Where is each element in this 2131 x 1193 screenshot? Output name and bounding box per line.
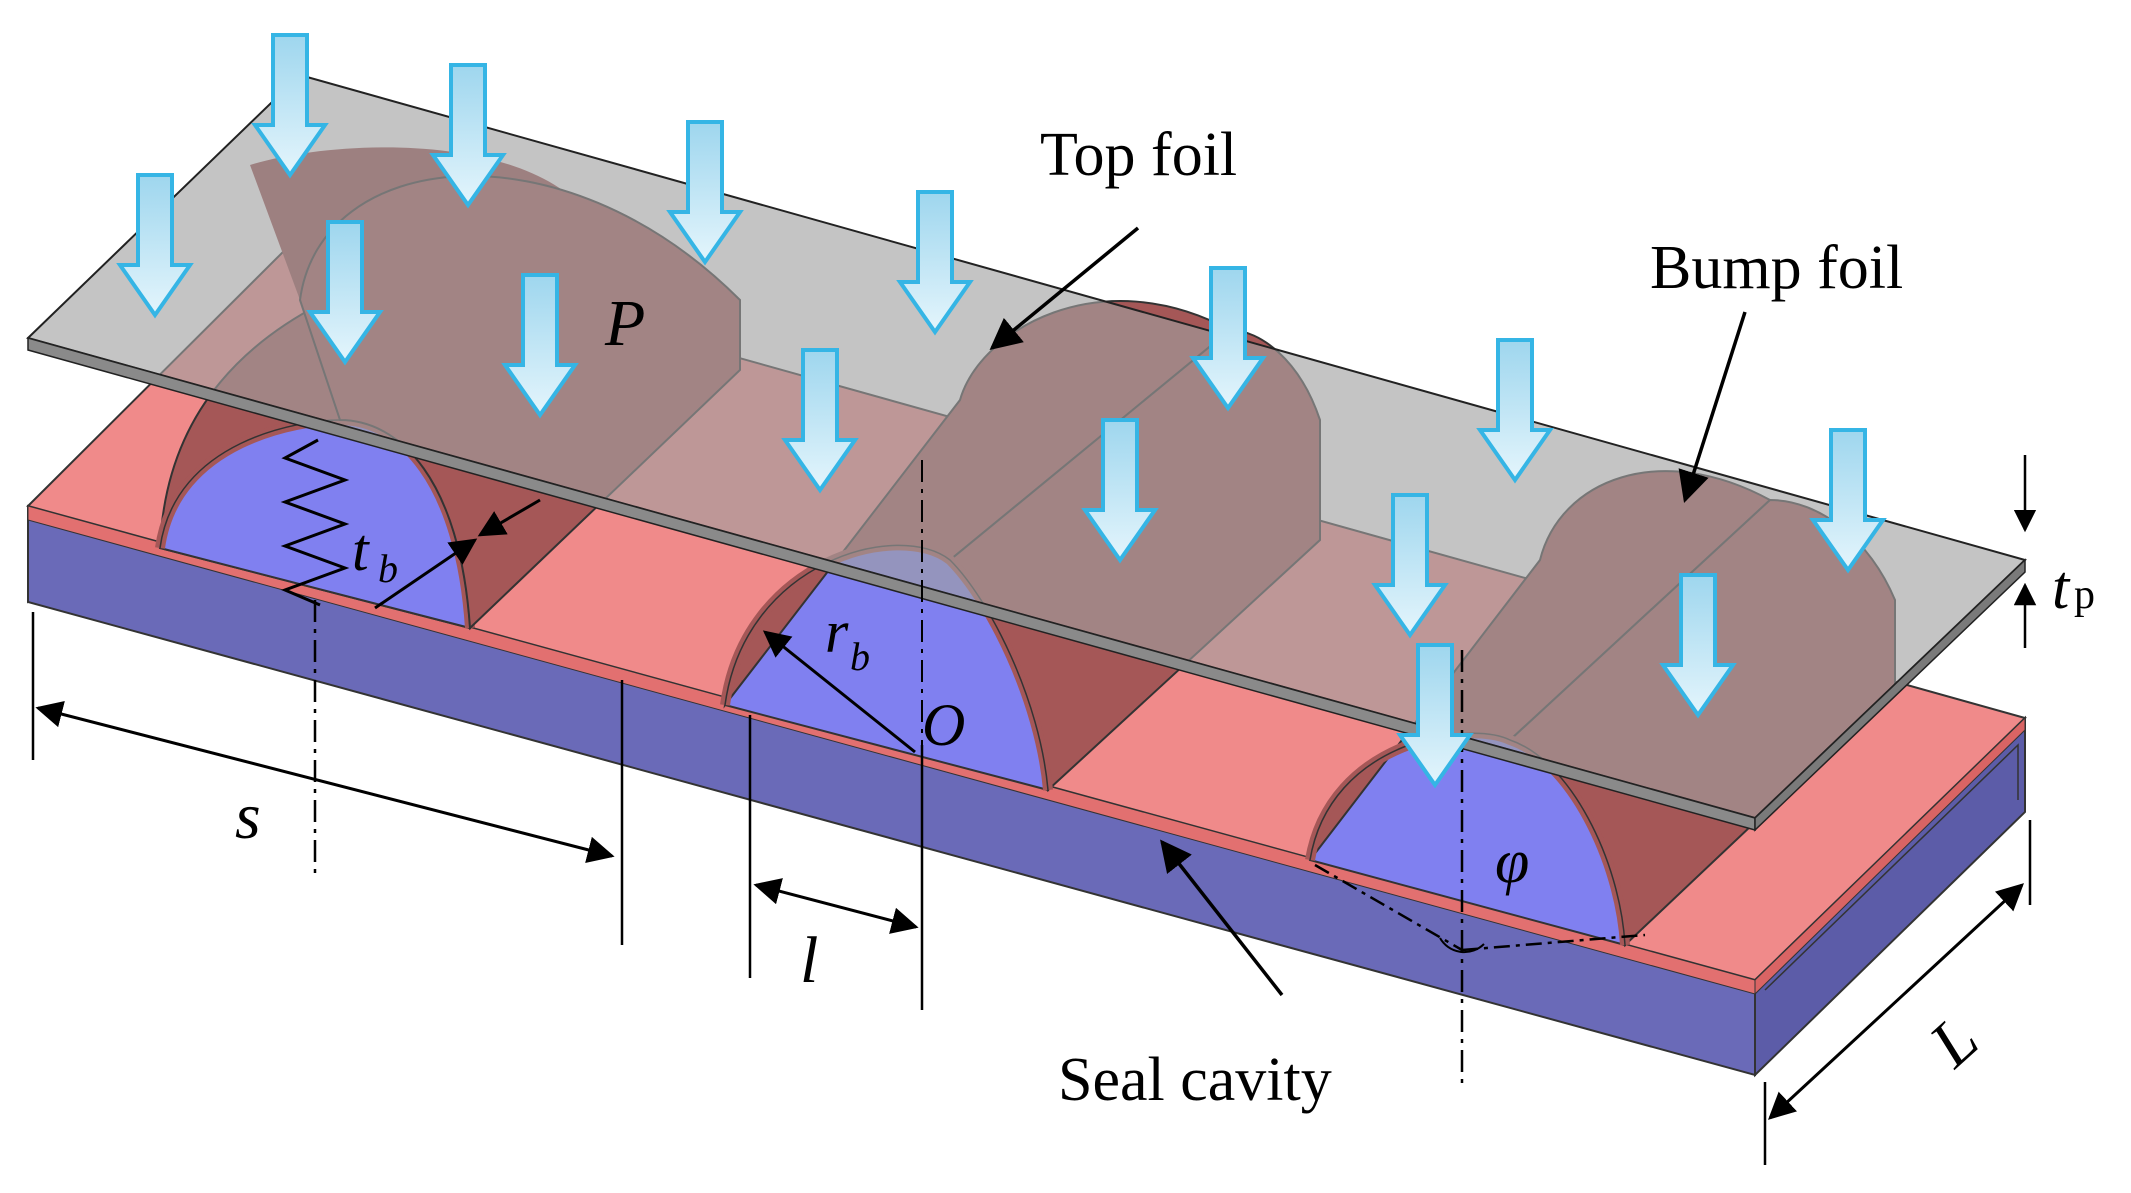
leader-bump-foil bbox=[1678, 311, 1747, 504]
pressure-arrow-15 bbox=[1396, 643, 1474, 789]
label-tp-sub: p bbox=[2074, 572, 2095, 618]
label-rb-sub: b bbox=[850, 634, 870, 679]
top-foil bbox=[26, 73, 2027, 832]
label-angle-phi: φ bbox=[1495, 828, 1529, 896]
pressure-arrow-7 bbox=[896, 190, 974, 336]
dimension-rb bbox=[762, 630, 916, 754]
label-center-O: O bbox=[922, 692, 965, 758]
leader-seal-cavity bbox=[1160, 839, 1284, 997]
pressure-arrow-1 bbox=[251, 33, 329, 179]
label-pitch-s: s bbox=[235, 780, 261, 853]
label-width-L: L bbox=[1915, 1002, 1992, 1081]
pressure-arrow-13 bbox=[1371, 493, 1449, 639]
dimension-tb bbox=[374, 538, 478, 610]
leader-top-foil bbox=[989, 226, 1140, 351]
pressure-arrow-6 bbox=[501, 273, 579, 419]
top-foil-side-edge bbox=[1754, 558, 2026, 832]
pressure-arrow-9 bbox=[1189, 266, 1267, 412]
pressure-arrow-5 bbox=[306, 220, 384, 366]
label-top-foil: Top foil bbox=[1040, 121, 1237, 189]
pressure-arrow-3 bbox=[116, 173, 194, 319]
pressure-arrows bbox=[116, 33, 1887, 789]
pressure-arrow-11 bbox=[1809, 428, 1887, 574]
pressure-arrow-10 bbox=[1476, 338, 1554, 484]
label-length-l: l bbox=[800, 924, 818, 997]
pressure-arrow-8 bbox=[781, 348, 859, 494]
label-seal-cavity: Seal cavity bbox=[1058, 1046, 1332, 1114]
label-tb-main: t bbox=[352, 517, 370, 583]
label-pressure-P: P bbox=[604, 287, 645, 360]
dimension-l bbox=[753, 878, 919, 934]
dimension-L bbox=[1768, 883, 2024, 1120]
dimension-lines bbox=[31, 226, 2037, 1165]
spring-element bbox=[280, 438, 350, 607]
labels: Top foil Bump foil Seal cavity P O s l φ… bbox=[235, 121, 2095, 1114]
label-tp-main: t bbox=[2052, 554, 2071, 622]
pressure-arrow-4 bbox=[666, 120, 744, 266]
pressure-arrow-2 bbox=[429, 63, 507, 209]
dimension-s bbox=[35, 700, 615, 864]
pressure-arrow-12 bbox=[1081, 418, 1159, 564]
label-tb-sub: b bbox=[378, 546, 398, 591]
label-rb-main: r bbox=[825, 599, 849, 665]
label-bump-foil: Bump foil bbox=[1650, 234, 1903, 302]
pressure-arrow-14 bbox=[1659, 573, 1737, 719]
